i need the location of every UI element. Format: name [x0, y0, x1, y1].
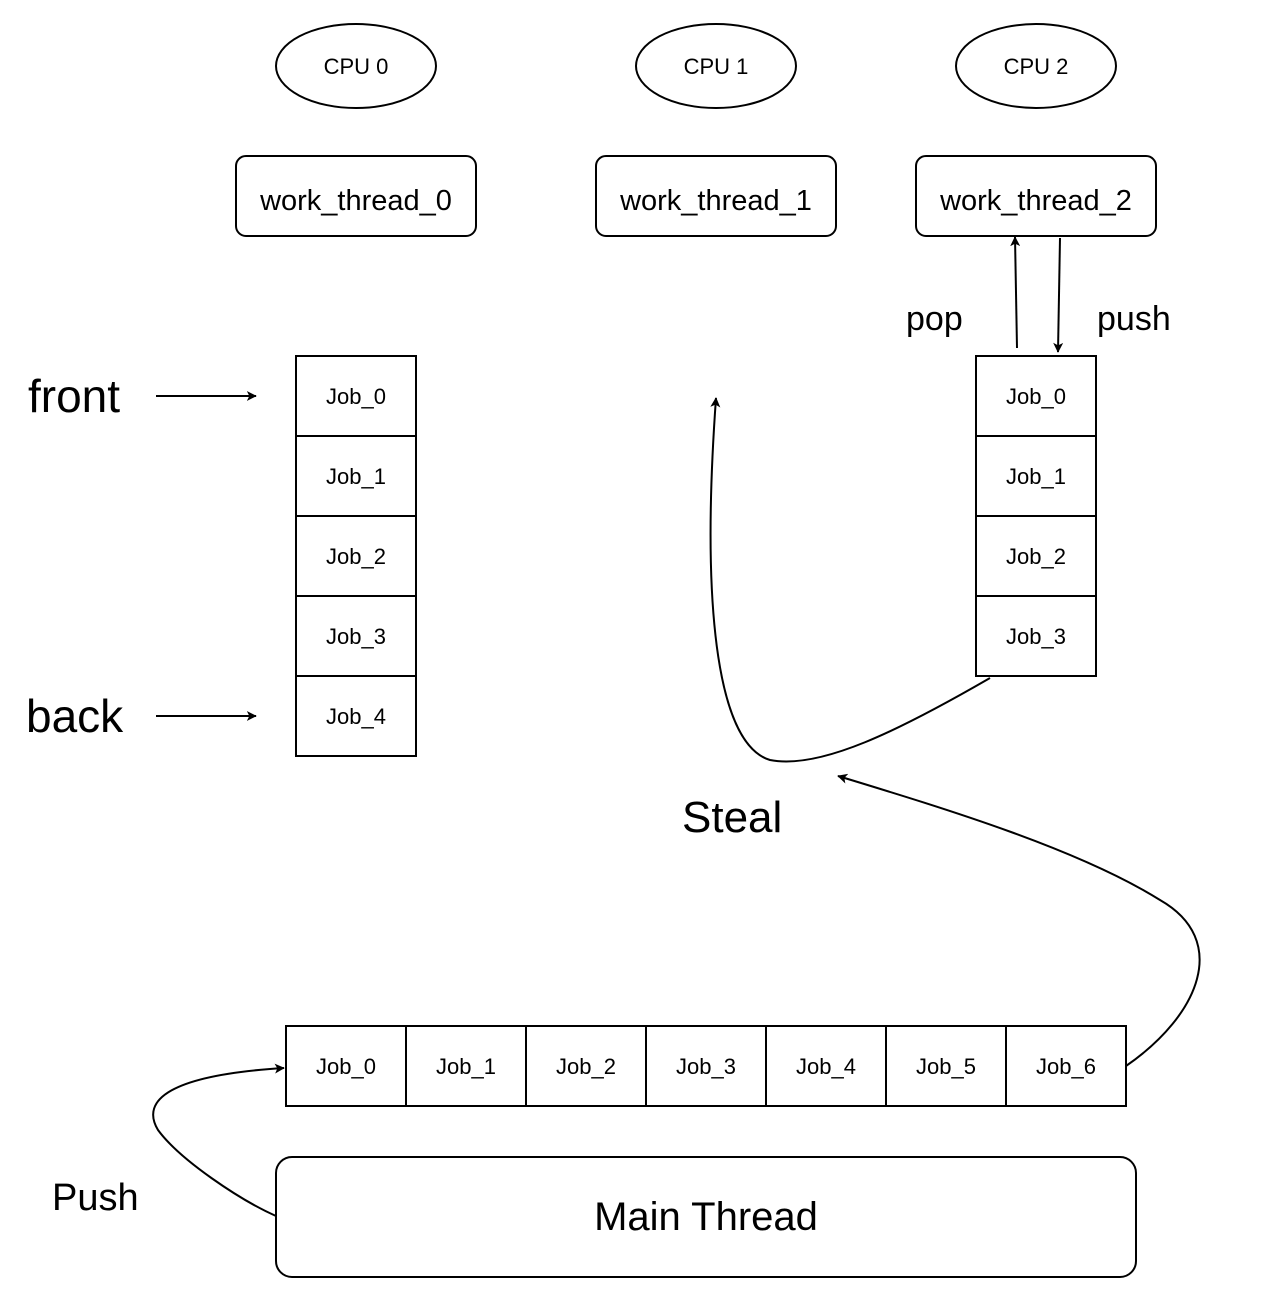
push-label: push: [1097, 300, 1171, 338]
main-queue-job-4: Job_4: [796, 1054, 856, 1079]
pop-label: pop: [906, 300, 963, 338]
main-queue-job-5: Job_5: [916, 1054, 976, 1079]
cpu-0: CPU 0: [275, 23, 437, 109]
right-queue-job-0: Job_0: [1006, 384, 1066, 409]
front-label: front: [28, 370, 120, 422]
left-queue-job-2: Job_2: [326, 544, 386, 569]
cpu-1-label: CPU 1: [684, 54, 749, 79]
left-queue-job-1: Job_1: [326, 464, 386, 489]
right-queue-job-2: Job_2: [1006, 544, 1066, 569]
work-thread-2-label: work_thread_2: [939, 185, 1132, 217]
cpu-2-label: CPU 2: [1004, 54, 1069, 79]
main-queue-job-1: Job_1: [436, 1054, 496, 1079]
push-arrow: [1053, 237, 1064, 353]
work-thread-1: work_thread_1: [595, 155, 837, 237]
main-queue-job-6: Job_6: [1036, 1054, 1096, 1079]
pop-arrow: [1010, 236, 1021, 349]
left-queue-job-4: Job_4: [326, 704, 386, 729]
main-push-label: Push: [52, 1177, 139, 1219]
main-thread-label: Main Thread: [594, 1195, 818, 1239]
main-push-arrow: [152, 1063, 285, 1217]
left-queue-job-0: Job_0: [326, 384, 386, 409]
back-label: back: [26, 690, 124, 742]
main-queue-job-3: Job_3: [676, 1054, 736, 1079]
steal-curve-arrow: [709, 397, 991, 763]
left-queue-job-3: Job_3: [326, 624, 386, 649]
cpu-2: CPU 2: [955, 23, 1117, 109]
work-thread-0-label: work_thread_0: [259, 185, 452, 217]
main-thread: Main Thread: [275, 1156, 1137, 1278]
main-queue-to-steal-arrow: [837, 773, 1201, 1067]
main-queue-job-2: Job_2: [556, 1054, 616, 1079]
right-queue-job-3: Job_3: [1006, 624, 1066, 649]
work-thread-1-label: work_thread_1: [619, 185, 812, 217]
main-queue-job-0: Job_0: [316, 1054, 376, 1079]
cpu-0-label: CPU 0: [324, 54, 389, 79]
steal-label: Steal: [682, 793, 782, 842]
cpu-1: CPU 1: [635, 23, 797, 109]
right-queue-job-1: Job_1: [1006, 464, 1066, 489]
main-job-queue: Job_0 Job_1 Job_2 Job_3 Job_4 Job_5 Job_…: [285, 1025, 1127, 1107]
work-thread-2: work_thread_2: [915, 155, 1157, 237]
work-thread-0: work_thread_0: [235, 155, 477, 237]
right-job-queue: Job_0 Job_1 Job_2 Job_3: [975, 355, 1097, 677]
left-job-queue: Job_0 Job_1 Job_2 Job_3 Job_4: [295, 355, 417, 757]
